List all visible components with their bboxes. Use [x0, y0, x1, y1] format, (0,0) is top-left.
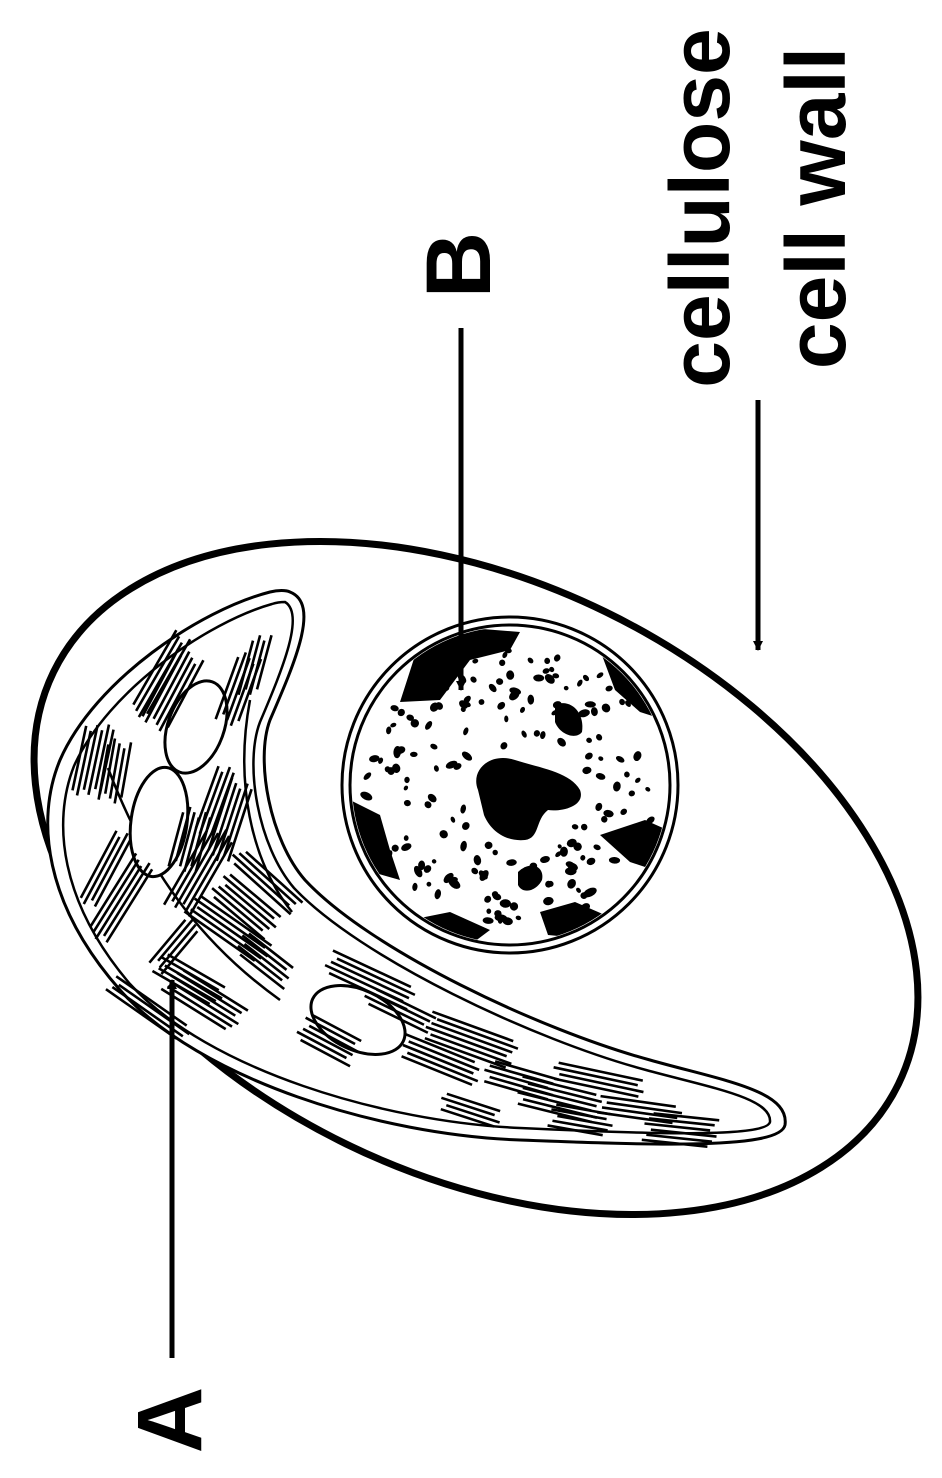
cell-wall-label-line1: cellulose [653, 28, 747, 388]
chromatin-granule [410, 752, 418, 757]
cell-wall-label-line2: cell wall [769, 47, 863, 369]
nucleus-b [342, 617, 678, 953]
label-b: B [408, 232, 510, 298]
label-a: A [119, 1387, 221, 1453]
